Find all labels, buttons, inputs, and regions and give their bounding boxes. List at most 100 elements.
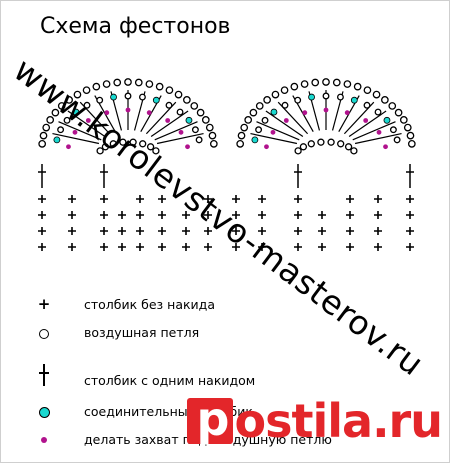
fan-ray <box>250 132 298 145</box>
chain-stitch-mark <box>311 78 320 87</box>
chain-stitch-mark <box>145 80 154 88</box>
chain-stitch-mark <box>388 102 397 110</box>
single-crochet-mark <box>294 211 302 219</box>
single-crochet-mark <box>232 227 240 235</box>
chain-stitch-mark <box>201 116 210 124</box>
chain-stitch-mark <box>196 108 205 117</box>
chain-stitch-mark <box>322 92 330 100</box>
single-crochet-mark <box>68 211 76 219</box>
chain-capture-mark <box>270 129 276 135</box>
chain-stitch-mark <box>350 147 358 155</box>
chain-stitch-mark <box>83 101 91 109</box>
chain-capture-mark <box>165 118 171 123</box>
single-crochet-mark <box>38 243 46 251</box>
chain-stitch-mark <box>255 126 263 134</box>
chain-stitch-mark <box>96 147 104 155</box>
chain-capture-mark <box>185 144 190 150</box>
chain-stitch-mark <box>65 96 73 104</box>
single-crochet-mark <box>406 227 414 235</box>
chain-stitch-mark <box>129 138 137 146</box>
single-crochet-mark <box>100 195 108 203</box>
chain-stitch-mark <box>46 116 55 124</box>
chain-capture-mark <box>344 110 350 116</box>
fan-ray <box>256 121 300 141</box>
chain-stitch-mark <box>240 123 249 132</box>
single-crochet-mark <box>294 243 302 251</box>
single-crochet-mark <box>318 227 326 235</box>
chain-stitch-mark <box>389 126 397 134</box>
slip-stitch-mark <box>72 108 80 116</box>
chain-stitch-mark <box>307 140 315 148</box>
chain-stitch-mark <box>271 90 280 99</box>
single-crochet-mark <box>294 195 302 203</box>
chain-stitch-mark <box>113 78 122 87</box>
slip-stitch-mark <box>53 136 61 144</box>
single-crochet-mark <box>318 211 326 219</box>
chain-stitch-mark <box>119 138 127 146</box>
chain-capture-mark <box>72 129 78 135</box>
double-crochet-symbol <box>36 364 52 386</box>
single-crochet-mark <box>204 227 212 235</box>
fan-ray <box>58 121 102 141</box>
chain-capture-mark <box>323 107 329 113</box>
chain-stitch-mark <box>261 116 269 124</box>
chain-stitch-mark <box>374 108 382 116</box>
diagram-title: Схема фестонов <box>40 14 231 39</box>
chain-stitch-mark <box>403 123 412 132</box>
chain-stitch-mark <box>255 102 264 110</box>
single-crochet-mark <box>374 195 382 203</box>
single-crochet-mark <box>294 227 302 235</box>
double-crochet-mark <box>406 164 414 188</box>
legend-label-double-crochet: столбик с одним накидом <box>84 373 256 388</box>
chain-stitch-mark <box>42 123 51 132</box>
single-crochet-mark <box>232 211 240 219</box>
chain-capture-mark <box>376 129 382 135</box>
chain-stitch-mark <box>299 143 308 151</box>
chain-stitch-mark <box>327 138 335 146</box>
chain-stitch-mark <box>353 82 362 91</box>
fan-ray <box>265 110 304 138</box>
single-crochet-mark <box>158 227 166 235</box>
legend-label-single-crochet: столбик без накида <box>84 297 215 312</box>
chain-stitch-mark <box>393 136 401 144</box>
chain-stitch-mark <box>146 143 155 151</box>
single-crochet-mark <box>38 227 46 235</box>
chain-stitch-mark <box>190 102 199 110</box>
single-crochet-mark <box>232 195 240 203</box>
single-crochet-mark <box>158 195 166 203</box>
single-crochet-mark <box>182 227 190 235</box>
chain-stitch-mark <box>155 82 164 91</box>
chain-stitch-mark <box>363 86 372 95</box>
slip-stitch-mark <box>350 96 358 104</box>
single-crochet-mark <box>158 243 166 251</box>
single-crochet-mark <box>406 211 414 219</box>
chain-stitch-mark <box>124 92 132 100</box>
single-crochet-mark <box>318 243 326 251</box>
chain-stitch-mark <box>183 96 191 104</box>
fan-ray <box>150 110 189 138</box>
single-crochet-mark <box>136 227 144 235</box>
fan-ray <box>154 121 198 141</box>
chain-stitch-mark <box>337 140 345 148</box>
chain-capture-mark <box>383 144 388 150</box>
single-crochet-mark <box>38 211 46 219</box>
chain-stitch-mark <box>139 140 147 148</box>
single-crochet-mark <box>204 195 212 203</box>
chain-capture-mark <box>283 118 289 123</box>
double-crochet-mark <box>100 164 108 188</box>
single-crochet-mark <box>204 211 212 219</box>
single-crochet-mark <box>406 243 414 251</box>
single-crochet-mark <box>406 195 414 203</box>
chain-stitch-mark <box>381 96 389 104</box>
chain-stitch-mark <box>195 136 203 144</box>
single-crochet-mark <box>374 227 382 235</box>
single-crochet-mark <box>258 195 266 203</box>
single-crochet-mark <box>346 227 354 235</box>
single-crochet-mark <box>38 195 46 203</box>
single-crochet-mark <box>118 227 126 235</box>
fan-ray <box>354 132 402 145</box>
single-crochet-mark <box>232 243 240 251</box>
slip-stitch-mark <box>185 116 193 124</box>
chain-capture-mark <box>363 118 369 123</box>
chain-stitch-mark <box>281 101 289 109</box>
